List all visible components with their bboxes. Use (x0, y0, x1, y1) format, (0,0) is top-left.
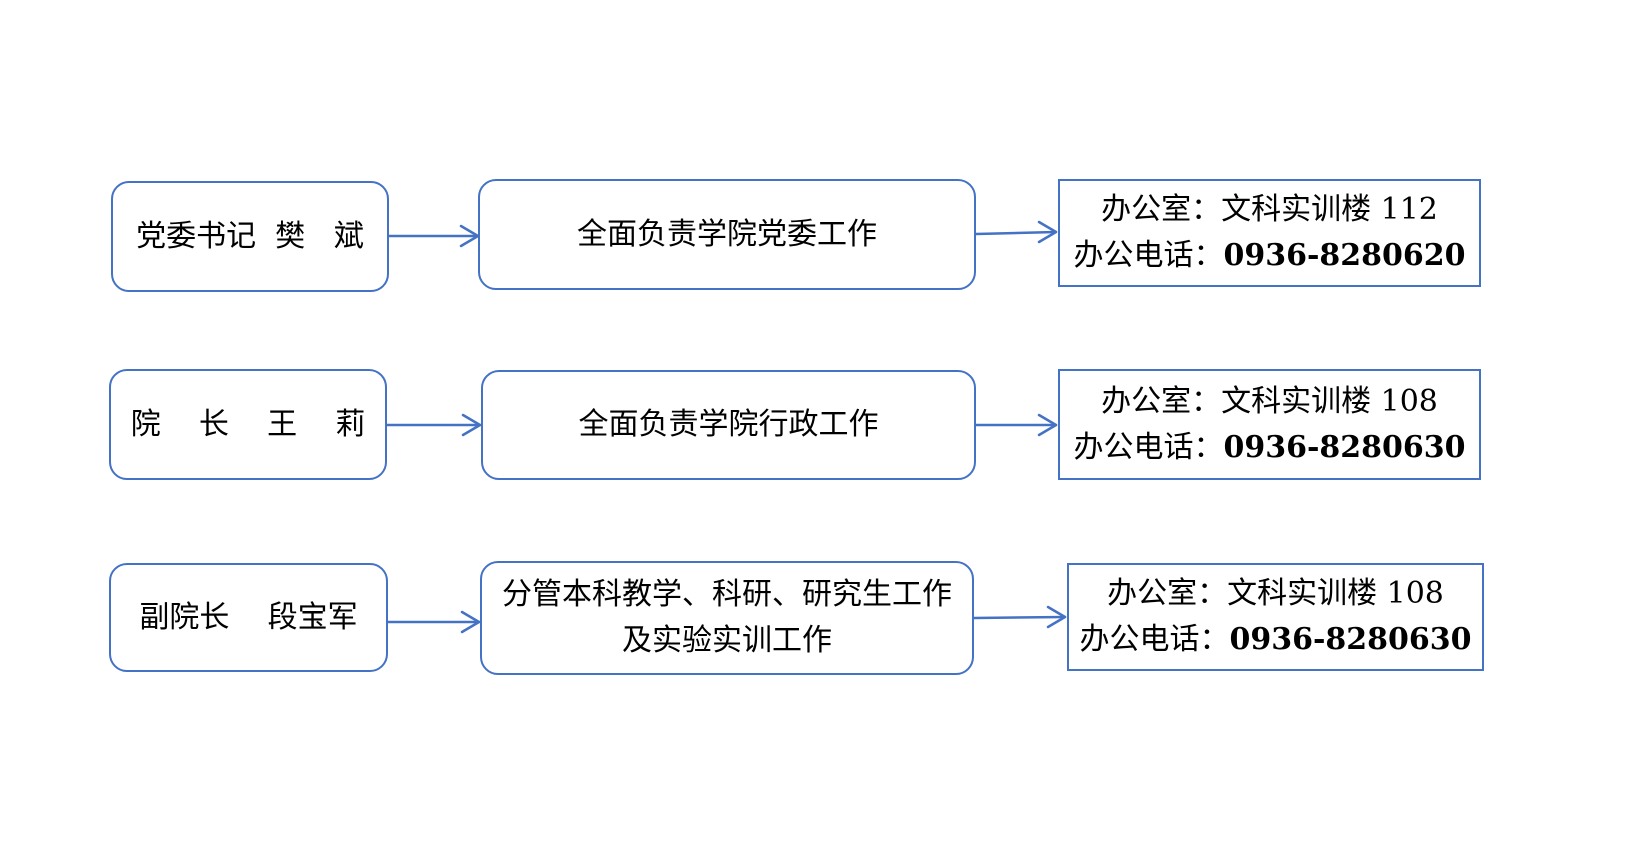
arrow-leader-to-duty-1 (387, 224, 480, 248)
office-label: 办公室： (1101, 383, 1222, 419)
arrow-duty-to-contact-3 (972, 605, 1067, 629)
office-label: 办公室： (1107, 576, 1228, 611)
contact-box-dean: 办公室：文科实训楼 108 办公电话：0936-8280630 (1058, 369, 1481, 480)
arrow-duty-to-contact-2 (974, 413, 1058, 437)
leader-name: 党委书记 樊 斌 (136, 218, 364, 254)
duty-box-party-secretary: 全面负责学院党委工作 (478, 179, 976, 290)
phone-line: 办公电话：0936-8280620 (1073, 233, 1465, 279)
contact-box-party-secretary: 办公室：文科实训楼 112 办公电话：0936-8280620 (1058, 179, 1481, 287)
leader-name: 副院长 段宝军 (139, 599, 358, 635)
contact-box-vice-dean: 办公室：文科实训楼 108 办公电话：0936-8280630 (1067, 563, 1484, 671)
duty-line: 及实验实训工作 (622, 623, 832, 658)
duty-line: 全面负责学院行政工作 (578, 407, 879, 442)
arrow-duty-to-contact-1 (974, 220, 1058, 244)
office-value: 文科实训楼 112 (1221, 192, 1438, 227)
phone-value: 0936-8280630 (1229, 622, 1472, 657)
phone-line: 办公电话：0936-8280630 (1079, 617, 1471, 663)
office-value: 文科实训楼 108 (1221, 383, 1438, 419)
duty-line: 分管本科教学、科研、研究生工作 (502, 577, 952, 612)
arrow-leader-to-duty-2 (385, 413, 482, 437)
phone-value: 0936-8280620 (1223, 238, 1466, 273)
office-line: 办公室：文科实训楼 108 (1107, 571, 1444, 617)
office-line: 办公室：文科实训楼 108 (1101, 379, 1438, 425)
leader-box-party-secretary: 党委书记 樊 斌 (111, 181, 389, 292)
leader-name: 院 长 王 莉 (130, 406, 366, 442)
phone-label: 办公电话： (1073, 238, 1224, 273)
duty-box-vice-dean: 分管本科教学、科研、研究生工作 及实验实训工作 (480, 561, 974, 675)
office-line: 办公室：文科实训楼 112 (1101, 187, 1438, 233)
duty-box-dean: 全面负责学院行政工作 (481, 370, 976, 480)
phone-label: 办公电话： (1079, 622, 1230, 657)
office-value: 文科实训楼 108 (1227, 576, 1444, 611)
office-label: 办公室： (1101, 192, 1222, 227)
phone-value: 0936-8280630 (1223, 429, 1466, 465)
duty-line: 全面负责学院党委工作 (577, 216, 877, 252)
phone-line: 办公电话：0936-8280630 (1073, 425, 1465, 471)
leader-box-dean: 院 长 王 莉 (109, 369, 387, 480)
phone-label: 办公电话： (1073, 429, 1224, 465)
arrow-leader-to-duty-3 (386, 610, 481, 634)
leader-box-vice-dean: 副院长 段宝军 (109, 563, 388, 672)
